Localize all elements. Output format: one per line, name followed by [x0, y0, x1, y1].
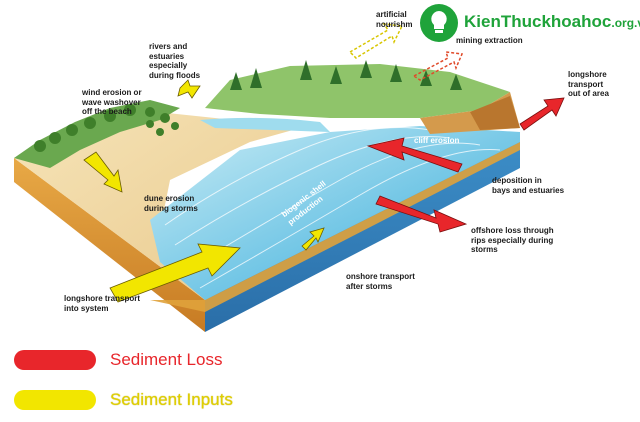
wave-lines — [164, 127, 501, 289]
arrow-cliff-erosion — [366, 137, 463, 173]
bulb-icon — [420, 4, 458, 42]
legend-label-inputs: Sediment Inputs — [110, 390, 233, 409]
cliff-face-shade — [470, 96, 520, 130]
legend-label-loss: Sediment Loss — [110, 350, 223, 369]
arrow-wind — [83, 151, 123, 193]
label-offshore-loss: offshore loss through rips especially du… — [471, 226, 554, 254]
loss-arrows — [366, 97, 565, 233]
label-longshore-out: longshore transport out of area — [568, 70, 609, 98]
beach-area — [14, 108, 300, 300]
arrow-onshore — [301, 227, 325, 251]
label-artificial-nourishment: artificial nourishm — [376, 10, 413, 29]
land-side-face — [14, 158, 205, 332]
watermark-logo: KienThuckhoahoc.org.vn — [418, 2, 640, 44]
label-cliff-erosion: cliff erosion — [414, 136, 460, 145]
trees — [230, 60, 462, 90]
brand-name-2: khoahoc — [541, 12, 612, 31]
arrow-longshore-out — [519, 97, 565, 131]
label-mining-extraction: mining extraction — [456, 36, 523, 45]
shrubs — [34, 104, 179, 152]
legend-swatch-loss — [14, 350, 96, 370]
label-wind-erosion: wind erosion or wave washover off the be… — [82, 88, 142, 116]
brand-domain: .org.vn — [611, 16, 640, 30]
sea-surface — [150, 126, 520, 300]
arrow-longshore-in — [109, 243, 241, 303]
label-onshore-transport: onshore transport after storms — [346, 272, 415, 291]
arrow-nourishment — [348, 23, 404, 59]
input-arrows — [83, 79, 325, 303]
label-rivers-estuaries: rivers and estuaries especially during f… — [149, 42, 201, 80]
label-dune-erosion: dune erosion during storms — [144, 194, 198, 213]
label-deposition: deposition in bays and estuaries — [492, 176, 565, 195]
headland-top — [205, 64, 510, 118]
arrow-river — [177, 79, 201, 99]
arrow-offshore — [375, 195, 468, 233]
label-longshore-in: longshore transport into system — [64, 294, 141, 313]
legend-swatch-inputs — [14, 390, 96, 410]
coastal-vegetation — [14, 100, 180, 168]
brand-name: KienThuc — [464, 12, 542, 31]
river-channel — [200, 117, 330, 132]
